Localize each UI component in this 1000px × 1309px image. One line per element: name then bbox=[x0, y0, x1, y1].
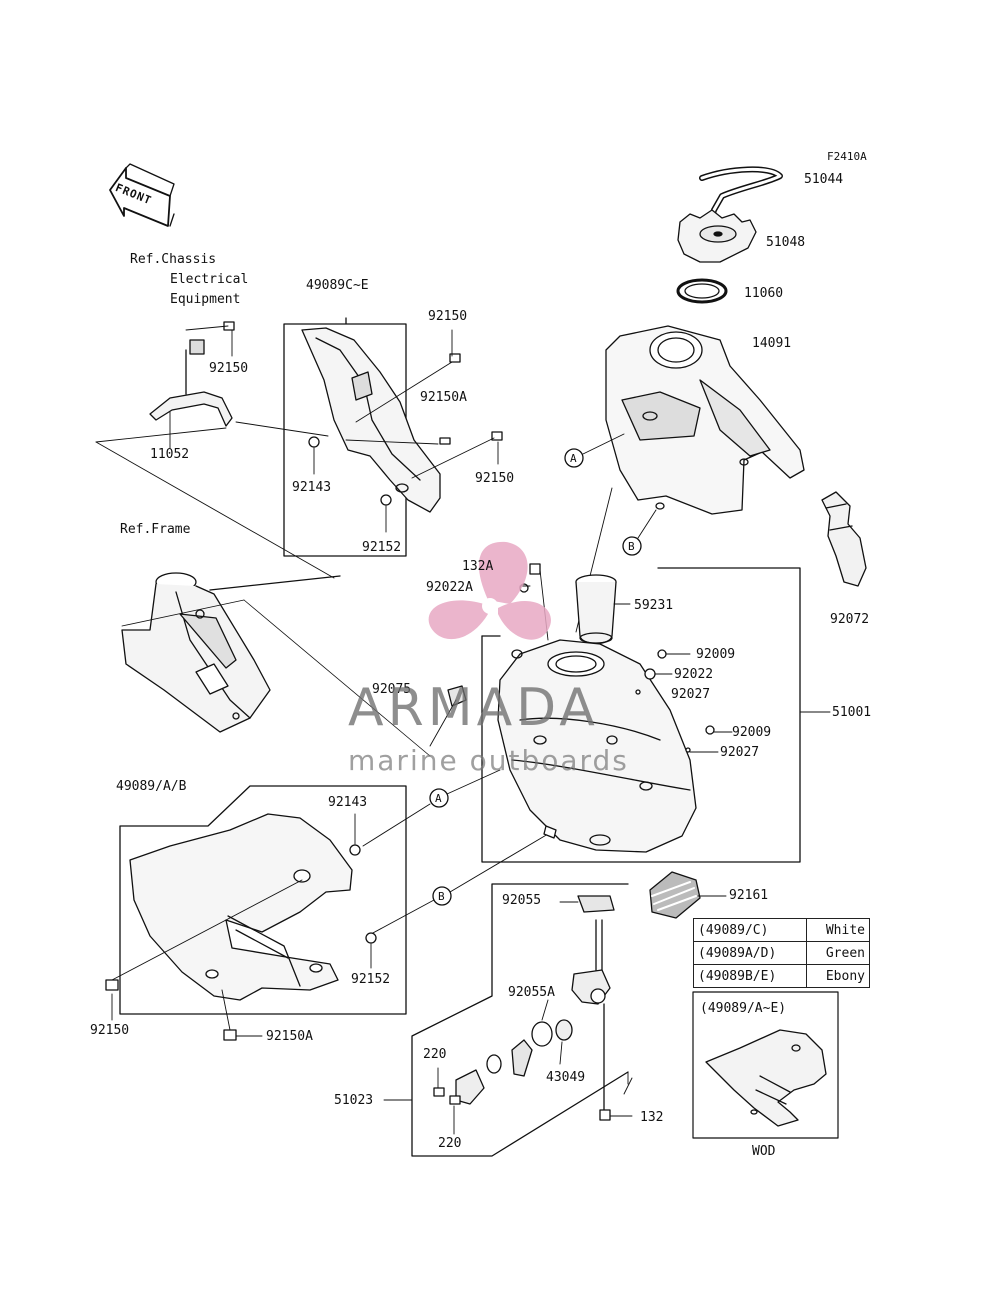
part-label-51044: 51044 bbox=[804, 172, 844, 187]
part-label-92161: 92161 bbox=[729, 888, 769, 903]
part-label-220-a: 220 bbox=[423, 1047, 447, 1062]
part-label-92027-a: 92027 bbox=[671, 687, 711, 702]
tank-cover-shape bbox=[605, 325, 805, 515]
rubber-pad-shape bbox=[649, 871, 727, 919]
color-name: Green bbox=[806, 941, 870, 965]
part-label-14091: 14091 bbox=[752, 336, 792, 351]
part-label-92150a-a: 92150A bbox=[420, 390, 467, 405]
part-label-92055a: 92055A bbox=[508, 985, 555, 1000]
gasket-ring-shape bbox=[676, 278, 728, 304]
inset-box bbox=[692, 991, 839, 1139]
color-row: (49089B/E) Ebony bbox=[692, 964, 870, 988]
pipe-11052-shape bbox=[149, 339, 233, 427]
part-label-92152-b: 92152 bbox=[351, 972, 391, 987]
frame-reference-shape bbox=[121, 572, 341, 733]
part-label-92150a-b: 92150A bbox=[266, 1029, 313, 1044]
color-name: White bbox=[806, 918, 870, 942]
part-label-132: 132 bbox=[640, 1110, 664, 1125]
part-label-92055: 92055 bbox=[502, 893, 542, 908]
part-label-92150-d: 92150 bbox=[90, 1023, 130, 1038]
watermark-logo bbox=[428, 541, 551, 640]
part-label-92009-a: 92009 bbox=[696, 647, 736, 662]
part-label-51001: 51001 bbox=[832, 705, 872, 720]
figure-code: F2410A bbox=[827, 150, 867, 163]
part-label-92150-b: 92150 bbox=[209, 361, 249, 376]
part-label-51023: 51023 bbox=[334, 1093, 374, 1108]
ref-chassis-line2: Electrical bbox=[170, 272, 249, 287]
fuel-cap-shape bbox=[677, 209, 757, 263]
callout-circles bbox=[429, 448, 642, 906]
watermark-tagline: marine outboards bbox=[348, 744, 629, 777]
part-label-92143-a: 92143 bbox=[292, 480, 332, 495]
part-label-59231: 59231 bbox=[634, 598, 674, 613]
color-code: (49089A/D) bbox=[692, 941, 808, 965]
part-label-132a: 132A bbox=[462, 559, 494, 574]
callout-letter-a-bottom: A bbox=[435, 792, 442, 805]
part-label-11060: 11060 bbox=[744, 286, 784, 301]
side-plate-shape bbox=[301, 327, 441, 513]
part-label-92150-c: 92150 bbox=[475, 471, 515, 486]
ref-frame: Ref.Frame bbox=[120, 522, 191, 537]
bracket-box-49089 bbox=[119, 785, 407, 1015]
color-name: Ebony bbox=[806, 964, 870, 988]
part-label-92027-b: 92027 bbox=[720, 745, 760, 760]
part-label-43049: 43049 bbox=[546, 1070, 586, 1085]
part-label-92150-a: 92150 bbox=[428, 309, 468, 324]
inset-caption: WOD bbox=[752, 1144, 776, 1159]
shroud-hardware bbox=[105, 844, 377, 1041]
callout-letter-b-bottom: B bbox=[438, 890, 445, 903]
bracket-box-51001 bbox=[481, 567, 801, 863]
part-label-92143-b: 92143 bbox=[328, 795, 368, 810]
part-label-49089ab: 49089/A/B bbox=[116, 779, 187, 794]
color-row: (49089A/D) Green bbox=[692, 941, 870, 965]
part-label-92072: 92072 bbox=[830, 612, 870, 627]
leader-lines-upper bbox=[95, 325, 499, 579]
part-label-92152-a: 92152 bbox=[362, 540, 402, 555]
bracket-box-c-e bbox=[283, 317, 407, 557]
ref-chassis-line3: Equipment bbox=[170, 292, 241, 307]
inset-shroud-shape bbox=[705, 1029, 827, 1127]
filler-strainer-shape bbox=[575, 574, 631, 645]
part-label-220-b: 220 bbox=[438, 1136, 462, 1151]
callout-letter-a-top: A bbox=[570, 452, 577, 465]
small-bolts bbox=[223, 321, 503, 506]
fuel-tank-shape bbox=[497, 639, 697, 853]
color-row: (49089/C) White bbox=[692, 918, 870, 942]
watermark-brand: ARMADA bbox=[348, 678, 599, 738]
front-arrow-icon bbox=[109, 163, 175, 227]
fuel-valve-shape bbox=[433, 895, 615, 1121]
lower-shroud-shape bbox=[129, 813, 353, 1001]
color-code: (49089/C) bbox=[692, 918, 808, 942]
callout-letter-b-top: B bbox=[628, 540, 635, 553]
color-code: (49089B/E) bbox=[692, 964, 808, 988]
color-table: (49089/C) White (49089A/D) Green (49089B… bbox=[692, 918, 870, 988]
part-label-92075: 92075 bbox=[372, 682, 412, 697]
part-label-92022: 92022 bbox=[674, 667, 714, 682]
bracket-box-valve bbox=[411, 883, 629, 1157]
inset-title: (49089/A~E) bbox=[700, 1001, 787, 1016]
part-label-92009-b: 92009 bbox=[732, 725, 772, 740]
ref-chassis-line1: Ref.Chassis bbox=[130, 252, 217, 267]
bracket-clip-shape bbox=[821, 491, 867, 587]
part-label-11052: 11052 bbox=[150, 447, 190, 462]
part-label-49089c-e: 49089C~E bbox=[306, 278, 369, 293]
part-label-92022a: 92022A bbox=[426, 580, 473, 595]
part-label-51048: 51048 bbox=[766, 235, 806, 250]
